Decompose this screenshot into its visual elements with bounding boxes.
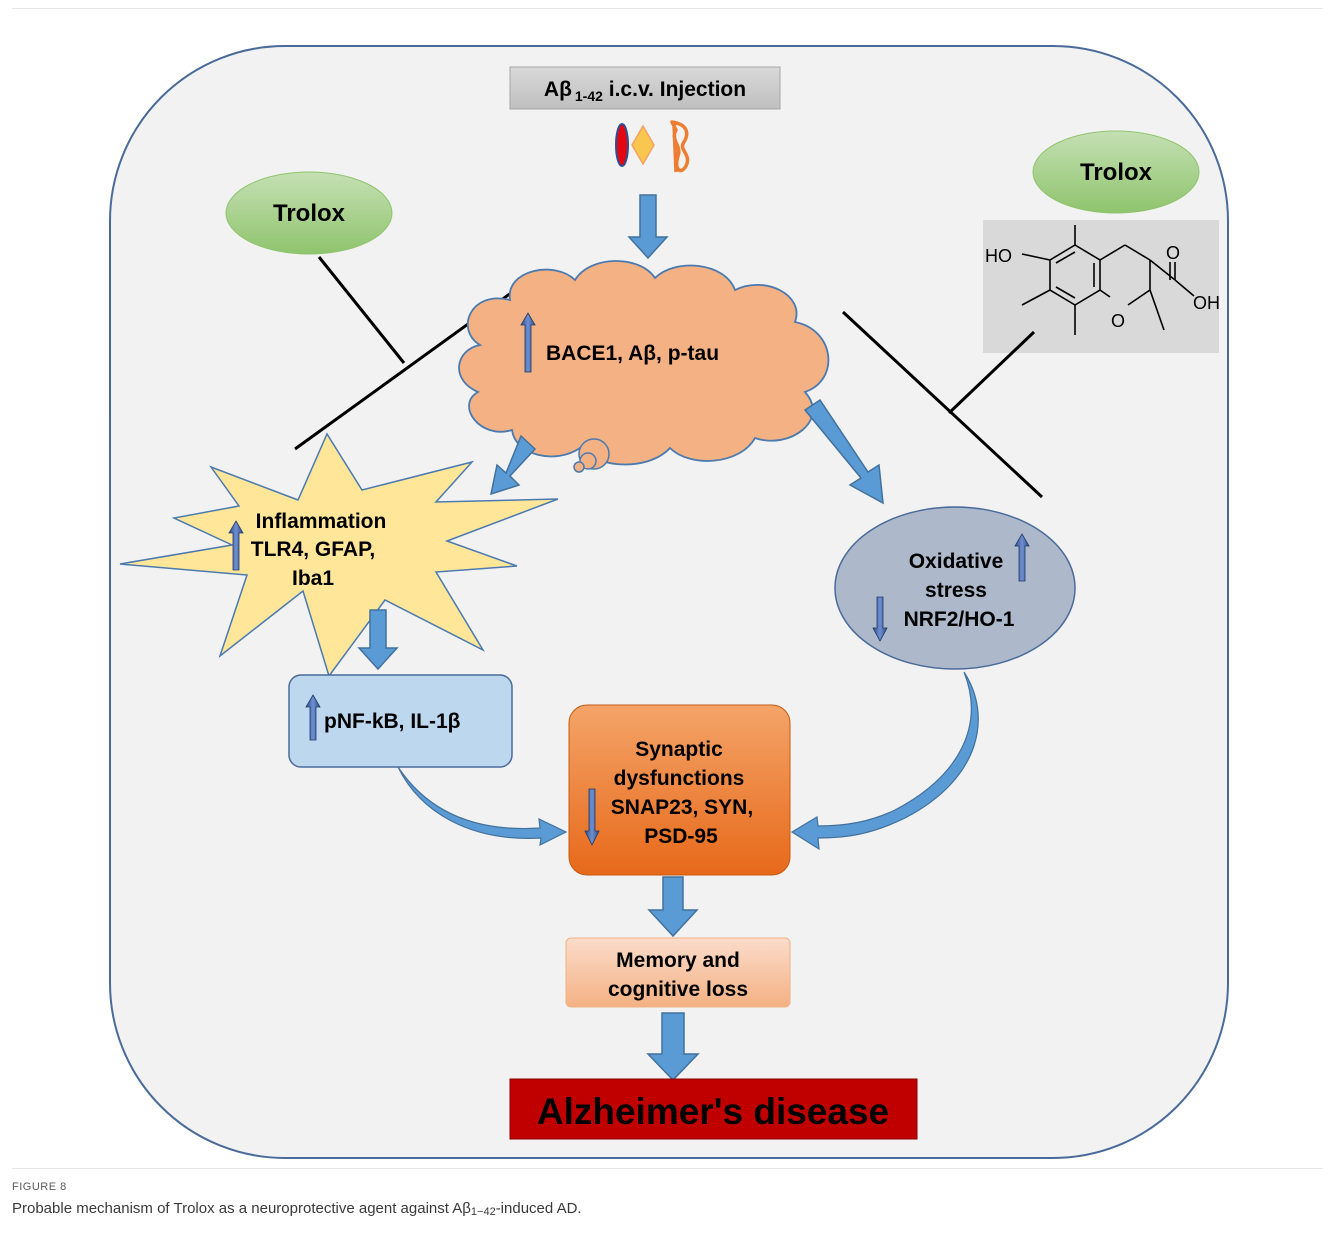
abeta-aggregate-icons (615, 120, 690, 173)
svg-text:pNF-kB, IL-1β: pNF-kB, IL-1β (324, 710, 461, 733)
svg-text:dysfunctions: dysfunctions (614, 767, 745, 790)
arrow-cloud-to-inflammation (490, 434, 537, 496)
arrow-inflammation-to-nfkb (357, 609, 399, 671)
svg-text:Synaptic: Synaptic (635, 738, 723, 761)
trolox-right: Trolox (1032, 130, 1200, 214)
svg-text:O: O (1111, 311, 1125, 331)
svg-text:TLR4, GFAP,: TLR4, GFAP, (251, 538, 375, 561)
outer-panel (109, 45, 1229, 1159)
svg-text:O: O (1166, 243, 1180, 263)
alzheimers-label: Alzheimer's disease (537, 1091, 889, 1132)
trolox-right-connector (947, 330, 1036, 415)
arrow-cloud-to-oxidative (803, 398, 884, 505)
curved-arrow-oxidative-to-synaptic (790, 671, 979, 851)
svg-text:Memory and: Memory and (616, 949, 740, 972)
svg-text:PSD-95: PSD-95 (644, 825, 718, 848)
down-arrow-icon (584, 788, 600, 846)
svg-text:SNAP23, SYN,: SNAP23, SYN, (611, 796, 753, 819)
svg-text:stress: stress (925, 579, 987, 602)
svg-text:Oxidative: Oxidative (909, 550, 1004, 573)
svg-text:NRF2/HO-1: NRF2/HO-1 (904, 608, 1015, 631)
figure-label: FIGURE 8 (12, 1181, 67, 1193)
cloud-bace1: BACE1, Aβ, p-tau (458, 260, 830, 473)
up-arrow-icon (305, 694, 321, 741)
svg-text:Inflammation: Inflammation (256, 510, 387, 533)
synaptic-box: Synaptic dysfunctions SNAP23, SYN, PSD-9… (568, 704, 791, 876)
down-arrow-icon (872, 596, 888, 642)
trolox-molecule-structure: HO O O OH (983, 220, 1220, 353)
svg-text:HO: HO (985, 246, 1012, 266)
svg-text:cognitive loss: cognitive loss (608, 978, 748, 1001)
arrow-synaptic-to-memory (647, 876, 699, 938)
svg-text:Iba1: Iba1 (292, 567, 334, 590)
caption-rule (12, 1168, 1323, 1169)
oxidative-stress: Oxidative stress NRF2/HO-1 (834, 506, 1076, 670)
trolox-right-label: Trolox (1080, 159, 1153, 186)
up-arrow-icon (228, 520, 244, 571)
inflammation-burst: Inflammation TLR4, GFAP, Iba1 (119, 432, 559, 678)
top-rule (12, 8, 1323, 9)
arrow-injection-to-cloud (627, 194, 669, 260)
trolox-left-connector (317, 256, 406, 364)
trolox-left-label: Trolox (273, 200, 346, 227)
trolox-left: Trolox (225, 171, 393, 255)
up-arrow-icon (1014, 533, 1030, 582)
up-arrow-icon (520, 312, 536, 373)
alzheimers-box: Alzheimer's disease (509, 1078, 918, 1140)
curved-arrow-nfkb-to-synaptic (397, 766, 568, 847)
figure-caption: Probable mechanism of Trolox as a neurop… (12, 1200, 582, 1218)
arrow-memory-to-disease (646, 1012, 700, 1082)
right-inhibition-bar (841, 310, 1044, 499)
nfkb-box: pNF-kB, IL-1β (288, 674, 513, 768)
cloud-label: BACE1, Aβ, p-tau (546, 342, 719, 365)
memory-box: Memory and cognitive loss (565, 937, 791, 1008)
svg-text:OH: OH (1193, 293, 1220, 313)
